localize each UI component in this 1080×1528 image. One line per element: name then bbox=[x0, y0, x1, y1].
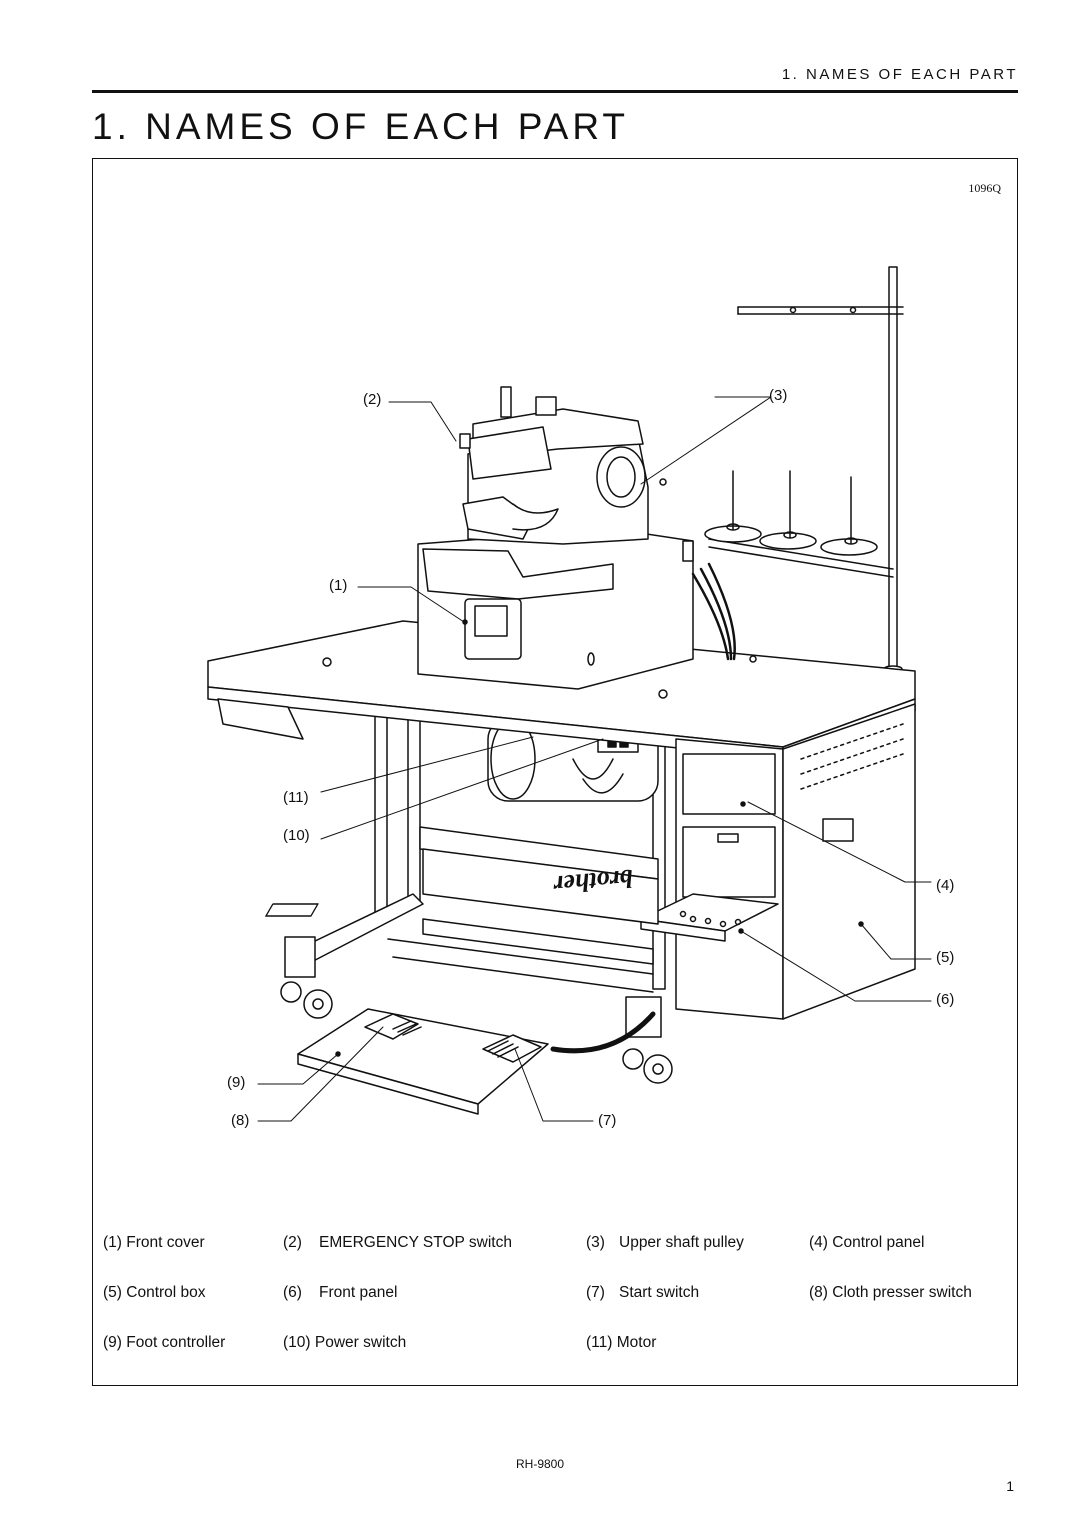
legend-item: (8) Cloth presser switch bbox=[809, 1284, 972, 1301]
callout-10: (10) bbox=[283, 827, 310, 844]
callout-1: (1) bbox=[329, 577, 348, 594]
legend-item: (1) Front cover bbox=[103, 1234, 205, 1251]
callout-6: (6) bbox=[936, 991, 955, 1008]
control-box-drawing bbox=[675, 703, 916, 1020]
callout-2: (2) bbox=[363, 391, 382, 408]
legend-row: (5) Control box (6)Front panel (7)Start … bbox=[93, 1284, 1017, 1304]
legend-item: (2)EMERGENCY STOP switch bbox=[283, 1234, 512, 1251]
machine-head-drawing bbox=[417, 386, 736, 690]
callout-7: (7) bbox=[598, 1112, 617, 1129]
foot-controller-drawing bbox=[297, 1008, 656, 1115]
machine-illustration: brother bbox=[207, 266, 932, 1122]
thread-stand bbox=[704, 266, 904, 673]
legend-row: (9) Foot controller (10) Power switch (1… bbox=[93, 1334, 1017, 1354]
legend-item: (5) Control box bbox=[103, 1284, 206, 1301]
callout-3: (3) bbox=[769, 387, 788, 404]
legend-item: (9) Foot controller bbox=[103, 1334, 226, 1351]
callout-11: (11) bbox=[283, 789, 309, 806]
page-number: 1 bbox=[1006, 1478, 1014, 1494]
legend-item: (4) Control panel bbox=[809, 1234, 925, 1251]
running-head: 1. NAMES OF EACH PART bbox=[781, 66, 1018, 83]
figure-code: 1096Q bbox=[968, 181, 1001, 195]
legend-item: (11) Motor bbox=[586, 1334, 657, 1351]
control-panel-drawing bbox=[265, 893, 779, 942]
legend-row: (1) Front cover (2)EMERGENCY STOP switch… bbox=[93, 1234, 1017, 1254]
legend-item: (3)Upper shaft pulley bbox=[586, 1234, 744, 1251]
callout-8: (8) bbox=[231, 1112, 250, 1129]
brand-logo: brother bbox=[551, 864, 634, 900]
legend-item: (6)Front panel bbox=[283, 1284, 398, 1301]
legend-item: (7)Start switch bbox=[586, 1284, 700, 1301]
page-title: 1. NAMES OF EACH PART bbox=[92, 106, 629, 147]
callout-4: (4) bbox=[936, 877, 955, 894]
brand-bar: brother bbox=[422, 848, 659, 925]
figure-box: 1096Q bbox=[92, 158, 1018, 1386]
leader-lines bbox=[257, 396, 932, 1122]
callout-9: (9) bbox=[227, 1074, 246, 1091]
callout-5: (5) bbox=[936, 949, 955, 966]
model-number: RH-9800 bbox=[515, 1457, 565, 1471]
header-rule bbox=[92, 90, 1018, 93]
legend-item: (10) Power switch bbox=[283, 1334, 407, 1351]
casters bbox=[280, 981, 673, 1084]
